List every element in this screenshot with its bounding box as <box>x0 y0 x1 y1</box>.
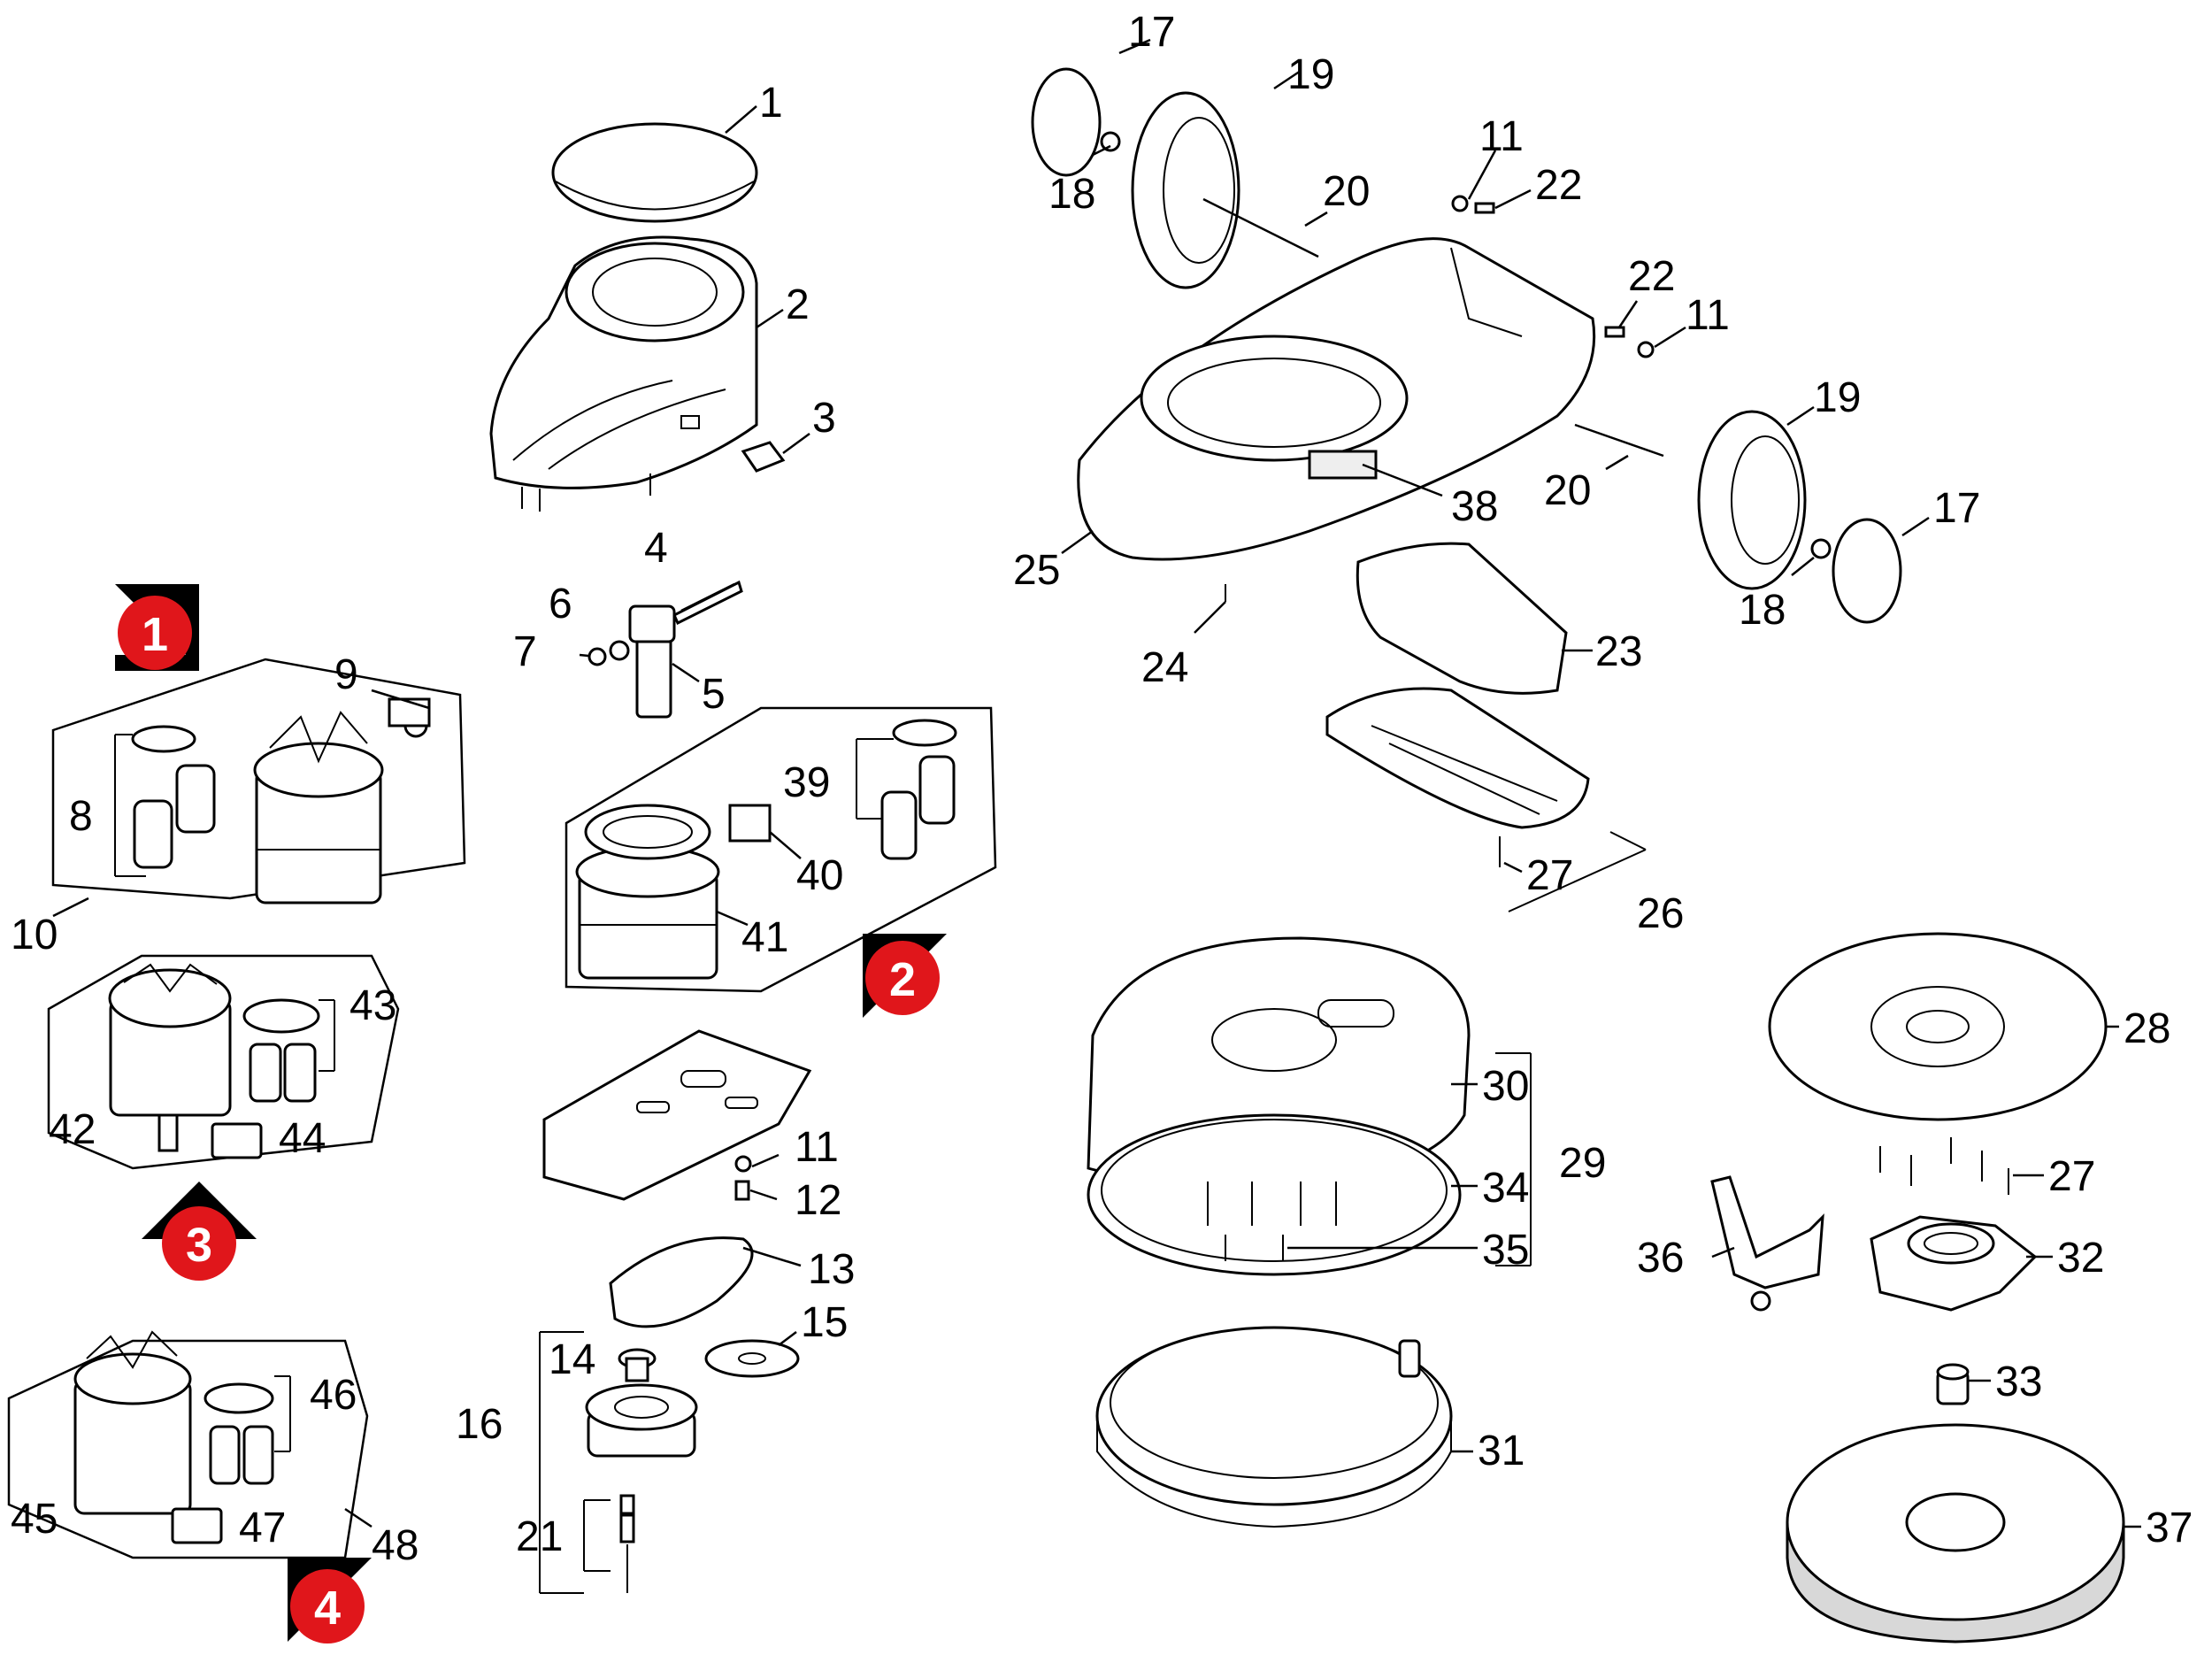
label-47: 47 <box>239 1505 286 1551</box>
part-chassis <box>1061 237 1596 634</box>
label-17-left: 17 <box>1128 9 1175 56</box>
part-pad <box>1786 1423 2141 1643</box>
label-29: 29 <box>1559 1140 1606 1187</box>
variant-badge-3[interactable]: 3 <box>142 1182 257 1281</box>
label-28: 28 <box>2124 1005 2170 1052</box>
part-drive-plate <box>1768 932 2119 1121</box>
label-32: 32 <box>2057 1235 2104 1282</box>
variant-badge-4-label: 4 <box>314 1582 341 1635</box>
label-23: 23 <box>1595 628 1642 675</box>
variant-badge-2-label: 2 <box>889 953 916 1006</box>
variant-badge-1-label: 1 <box>142 608 168 661</box>
label-11-right: 11 <box>1686 292 1730 339</box>
part-bumper-ring <box>1095 1326 1473 1528</box>
label-20-left: 20 <box>1323 168 1370 215</box>
label-30: 30 <box>1482 1063 1529 1110</box>
label-21: 21 <box>516 1513 563 1560</box>
label-13: 13 <box>808 1246 855 1293</box>
label-27-plate: 27 <box>2048 1153 2095 1200</box>
label-43: 43 <box>349 982 396 1029</box>
variant-badge-2[interactable]: 2 <box>863 934 947 1018</box>
part-wheel-left <box>1031 38 1328 289</box>
label-15: 15 <box>801 1299 848 1346</box>
variant-badge-3-label: 3 <box>186 1219 212 1272</box>
label-35: 35 <box>1482 1227 1529 1274</box>
label-18-left: 18 <box>1048 171 1095 218</box>
part-motor-hood <box>489 235 784 512</box>
label-19-left: 19 <box>1287 51 1334 98</box>
label-48: 48 <box>372 1522 419 1569</box>
part-screws <box>1879 1137 2044 1195</box>
variant-1-panel <box>51 658 466 918</box>
part-weight-tray <box>1325 687 1647 912</box>
label-9: 9 <box>334 651 358 698</box>
variant-3-panel <box>47 954 400 1170</box>
label-34: 34 <box>1482 1165 1529 1212</box>
part-small-hardware <box>1451 150 1686 358</box>
label-11-plate: 11 <box>795 1124 839 1171</box>
label-24: 24 <box>1141 644 1188 691</box>
label-37: 37 <box>2146 1505 2193 1551</box>
label-3: 3 <box>812 395 836 442</box>
label-18-right: 18 <box>1739 587 1786 634</box>
part-wheel-right <box>1574 405 1930 624</box>
part-switch <box>741 432 810 473</box>
label-4: 4 <box>644 525 668 572</box>
label-39: 39 <box>783 759 830 806</box>
part-brush-hook <box>1710 1175 1824 1312</box>
part-weight-cover <box>1356 542 1593 695</box>
label-22-right: 22 <box>1628 253 1675 300</box>
label-25: 25 <box>1013 547 1060 594</box>
variant-4-panel <box>7 1330 373 1559</box>
label-5: 5 <box>702 671 726 718</box>
variant-badge-4[interactable]: 4 <box>288 1558 372 1643</box>
label-11-top: 11 <box>1479 113 1524 160</box>
label-38: 38 <box>1451 483 1498 530</box>
label-40: 40 <box>796 852 843 899</box>
label-46: 46 <box>310 1372 357 1419</box>
label-2: 2 <box>786 281 810 328</box>
part-number-labels: 1 2 3 4 5 6 7 8 9 10 11 11 11 12 13 14 1… <box>11 9 2193 1569</box>
part-drive-assembly <box>539 1236 802 1594</box>
label-14: 14 <box>549 1336 595 1383</box>
label-20-right: 20 <box>1544 467 1591 514</box>
label-8: 8 <box>69 793 93 840</box>
label-19-right: 19 <box>1814 374 1861 421</box>
label-17-right: 17 <box>1933 485 1980 532</box>
label-36: 36 <box>1637 1235 1684 1282</box>
label-33: 33 <box>1995 1359 2042 1405</box>
label-45: 45 <box>11 1496 58 1543</box>
label-1: 1 <box>759 80 783 127</box>
label-6: 6 <box>549 581 572 627</box>
variant-2-panel <box>565 706 997 993</box>
label-22-top: 22 <box>1535 162 1582 209</box>
label-44: 44 <box>279 1115 326 1162</box>
label-16: 16 <box>456 1401 503 1448</box>
variant-badge-1[interactable]: 1 <box>115 584 199 671</box>
part-mounting-plate <box>542 1029 812 1201</box>
part-brush-flange <box>1870 1215 2053 1312</box>
label-10: 10 <box>11 912 58 958</box>
part-handle-bracket <box>579 580 743 719</box>
label-31: 31 <box>1478 1428 1525 1474</box>
label-42: 42 <box>49 1106 96 1153</box>
label-26: 26 <box>1637 890 1684 937</box>
label-12: 12 <box>795 1177 841 1224</box>
part-splash-guard <box>1087 936 1532 1276</box>
part-centering-plug <box>1936 1363 1991 1405</box>
label-7: 7 <box>513 628 537 675</box>
label-41: 41 <box>741 914 788 961</box>
part-top-cover <box>551 105 758 223</box>
label-27-tray: 27 <box>1526 852 1573 899</box>
